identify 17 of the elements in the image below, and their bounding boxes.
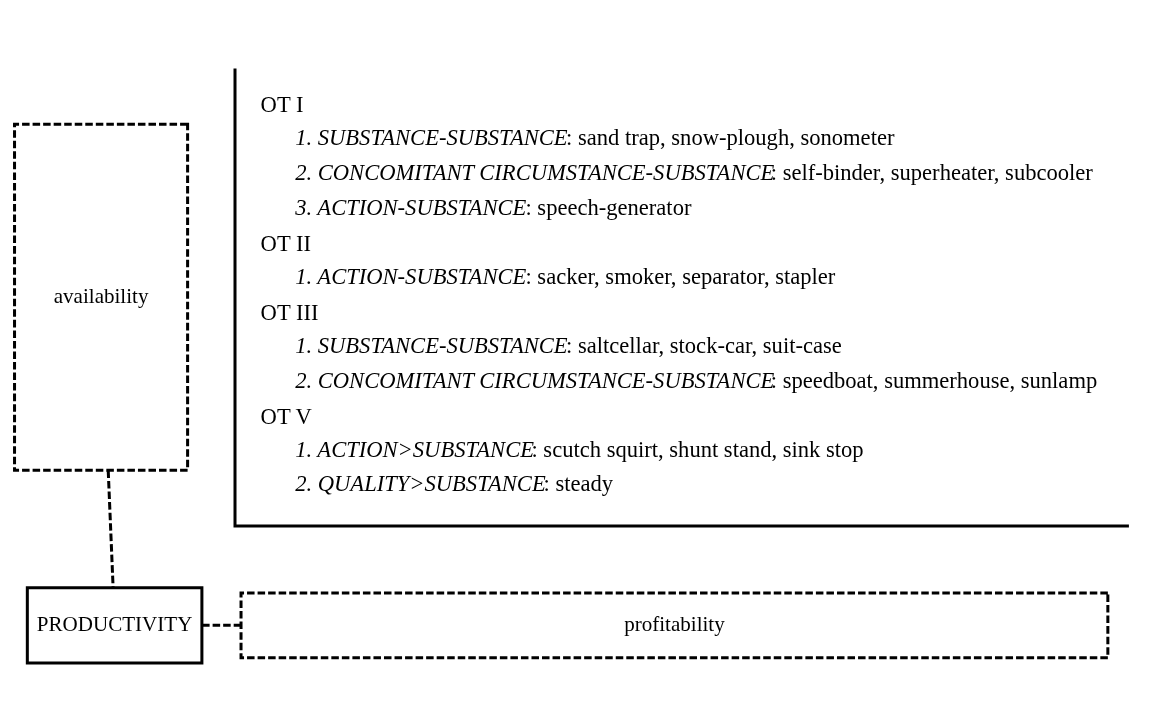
label: OT V	[260, 403, 312, 429]
label: 3. ACTION-SUBSTANCE: speech-generator	[295, 194, 692, 220]
label: 2. CONCOMITANT CIRCUMSTANCE-SUBSTANCE: speedboat, summerhouse, sunlamp	[295, 367, 1098, 393]
label: 1. ACTION>SUBSTANCE: scutch squirt, shunt stand, sink stop	[295, 436, 864, 462]
label: 1. SUBSTANCE-SUBSTANCE: saltcellar, stock-car, suit-case	[295, 332, 842, 358]
label: 1. SUBSTANCE-SUBSTANCE: sand trap, snow-plough, sonometer	[295, 125, 895, 151]
label: 2. CONCOMITANT CIRCUMSTANCE-SUBSTANCE: self-binder, superheater, subcooler	[295, 159, 1093, 185]
label: 1. ACTION-SUBSTANCE: sacker, smoker, separator, stapler	[295, 263, 836, 289]
node-box: availability	[13, 122, 190, 472]
node-box: PRODUCTIVITY	[25, 586, 204, 665]
label: OT III	[260, 299, 319, 325]
node-box: profitability	[239, 591, 1110, 660]
label: OT I	[260, 92, 304, 118]
label: 2. QUALITY>SUBSTANCE: steady	[295, 471, 614, 497]
connector	[106, 470, 115, 588]
label: OT II	[260, 230, 311, 256]
connector	[202, 623, 241, 627]
